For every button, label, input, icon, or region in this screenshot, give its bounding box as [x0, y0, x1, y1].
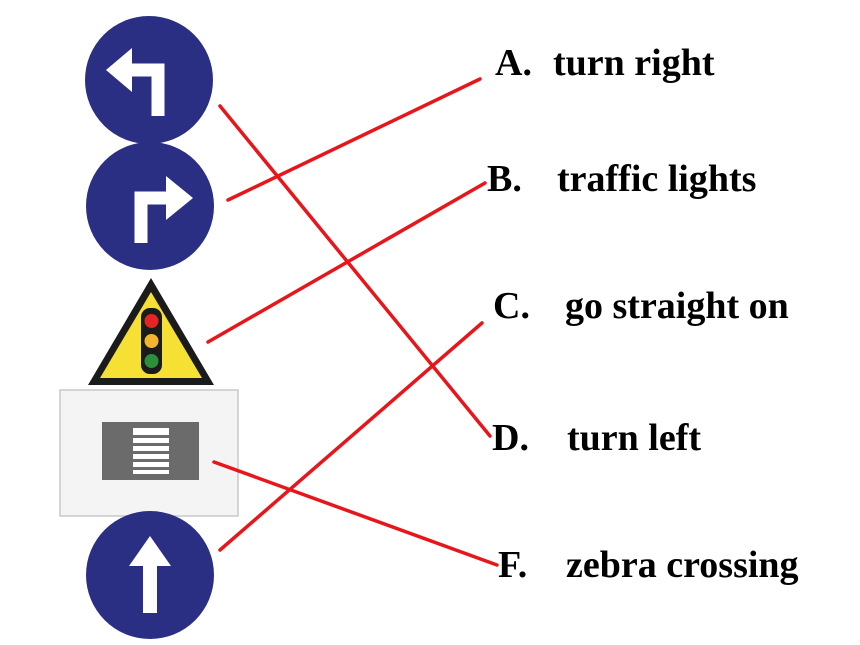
- line-traffic-lights-to-B: [206, 181, 487, 344]
- option-b: B. traffic lights: [487, 160, 756, 198]
- option-f-text: zebra crossing: [566, 544, 799, 586]
- go-straight-sign-icon: [86, 511, 214, 639]
- option-f-letter: F.: [498, 544, 528, 586]
- option-d-text: turn left: [567, 417, 702, 459]
- traffic-lights-warning-sign-icon: [88, 278, 214, 385]
- option-b-text: traffic lights: [557, 158, 757, 200]
- option-b-letter: B.: [487, 158, 522, 200]
- option-d: D. turn left: [492, 419, 701, 457]
- option-c: C. go straight on: [493, 287, 789, 325]
- option-f: F. zebra crossing: [498, 546, 799, 584]
- zebra-crossing-sign-icon: [59, 389, 239, 517]
- line-straight-to-C: [218, 321, 484, 552]
- option-a: A. turn right: [495, 44, 715, 82]
- option-c-text: go straight on: [565, 285, 789, 327]
- option-d-letter: D.: [492, 417, 529, 459]
- line-turn-left-to-D: [218, 104, 492, 438]
- turn-left-sign-icon: [85, 16, 213, 144]
- option-c-letter: C.: [493, 285, 530, 327]
- line-turn-right-to-A: [226, 77, 482, 202]
- answer-lines: [206, 77, 499, 567]
- option-a-text: turn right: [553, 42, 715, 84]
- line-zebra-to-F: [212, 460, 499, 567]
- option-a-letter: A.: [495, 42, 532, 84]
- turn-right-sign-icon: [86, 142, 214, 270]
